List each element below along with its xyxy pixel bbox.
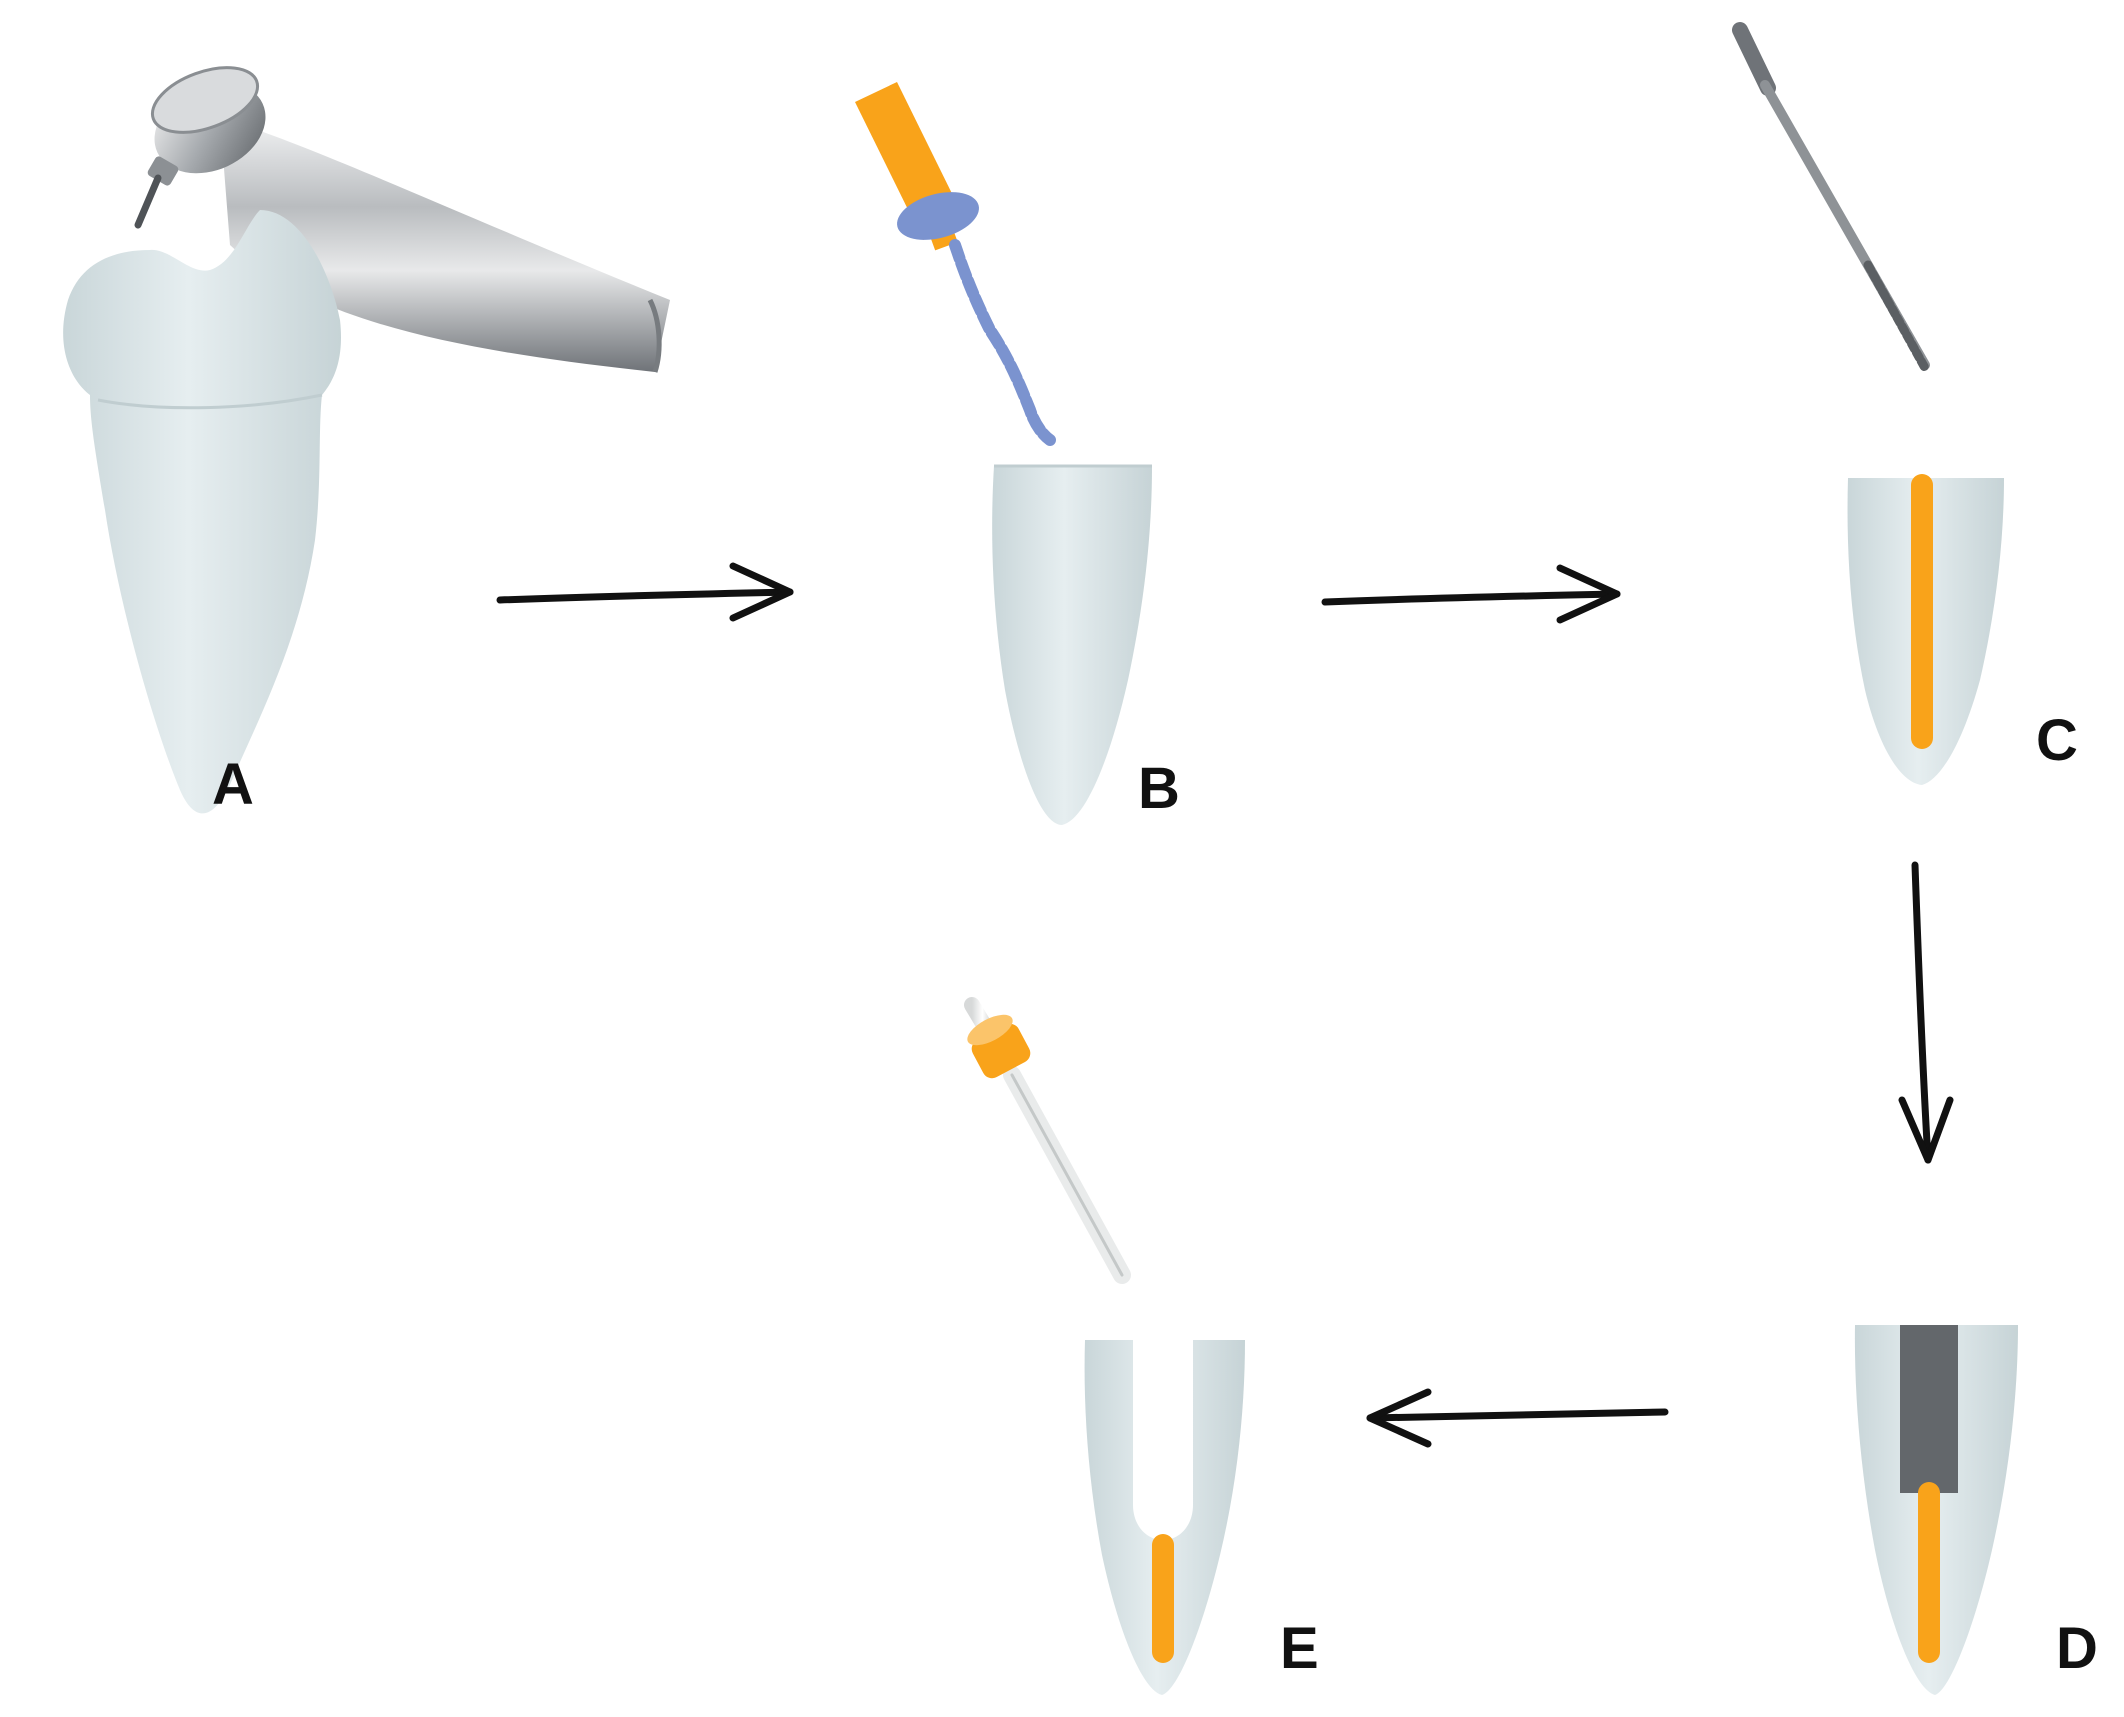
root-b <box>992 466 1152 825</box>
fiber-post-icon <box>964 997 1131 1284</box>
step-label-c: C <box>2036 708 2078 773</box>
step-c: C <box>1732 22 2078 785</box>
step-label-a: A <box>212 752 254 817</box>
arrow-b-to-c <box>1321 564 1621 624</box>
endodontic-file-icon <box>855 82 1056 446</box>
post-drill-icon <box>1732 22 1930 373</box>
whole-tooth <box>63 210 341 814</box>
handpiece-icon <box>134 66 670 373</box>
step-b: B <box>855 82 1180 825</box>
arrow-d-to-e <box>1366 1388 1669 1448</box>
step-e: E <box>964 997 1319 1695</box>
arrow-c-to-d <box>1898 861 1954 1164</box>
arrow-a-to-b <box>496 562 794 622</box>
step-label-e: E <box>1280 1616 1319 1681</box>
step-label-d: D <box>2056 1616 2098 1681</box>
step-label-b: B <box>1138 756 1180 821</box>
prepared-post-space <box>1133 1340 1193 1540</box>
step-a: A <box>63 66 670 817</box>
step-d: D <box>1854 1325 2098 1695</box>
post-space <box>1900 1325 1958 1493</box>
